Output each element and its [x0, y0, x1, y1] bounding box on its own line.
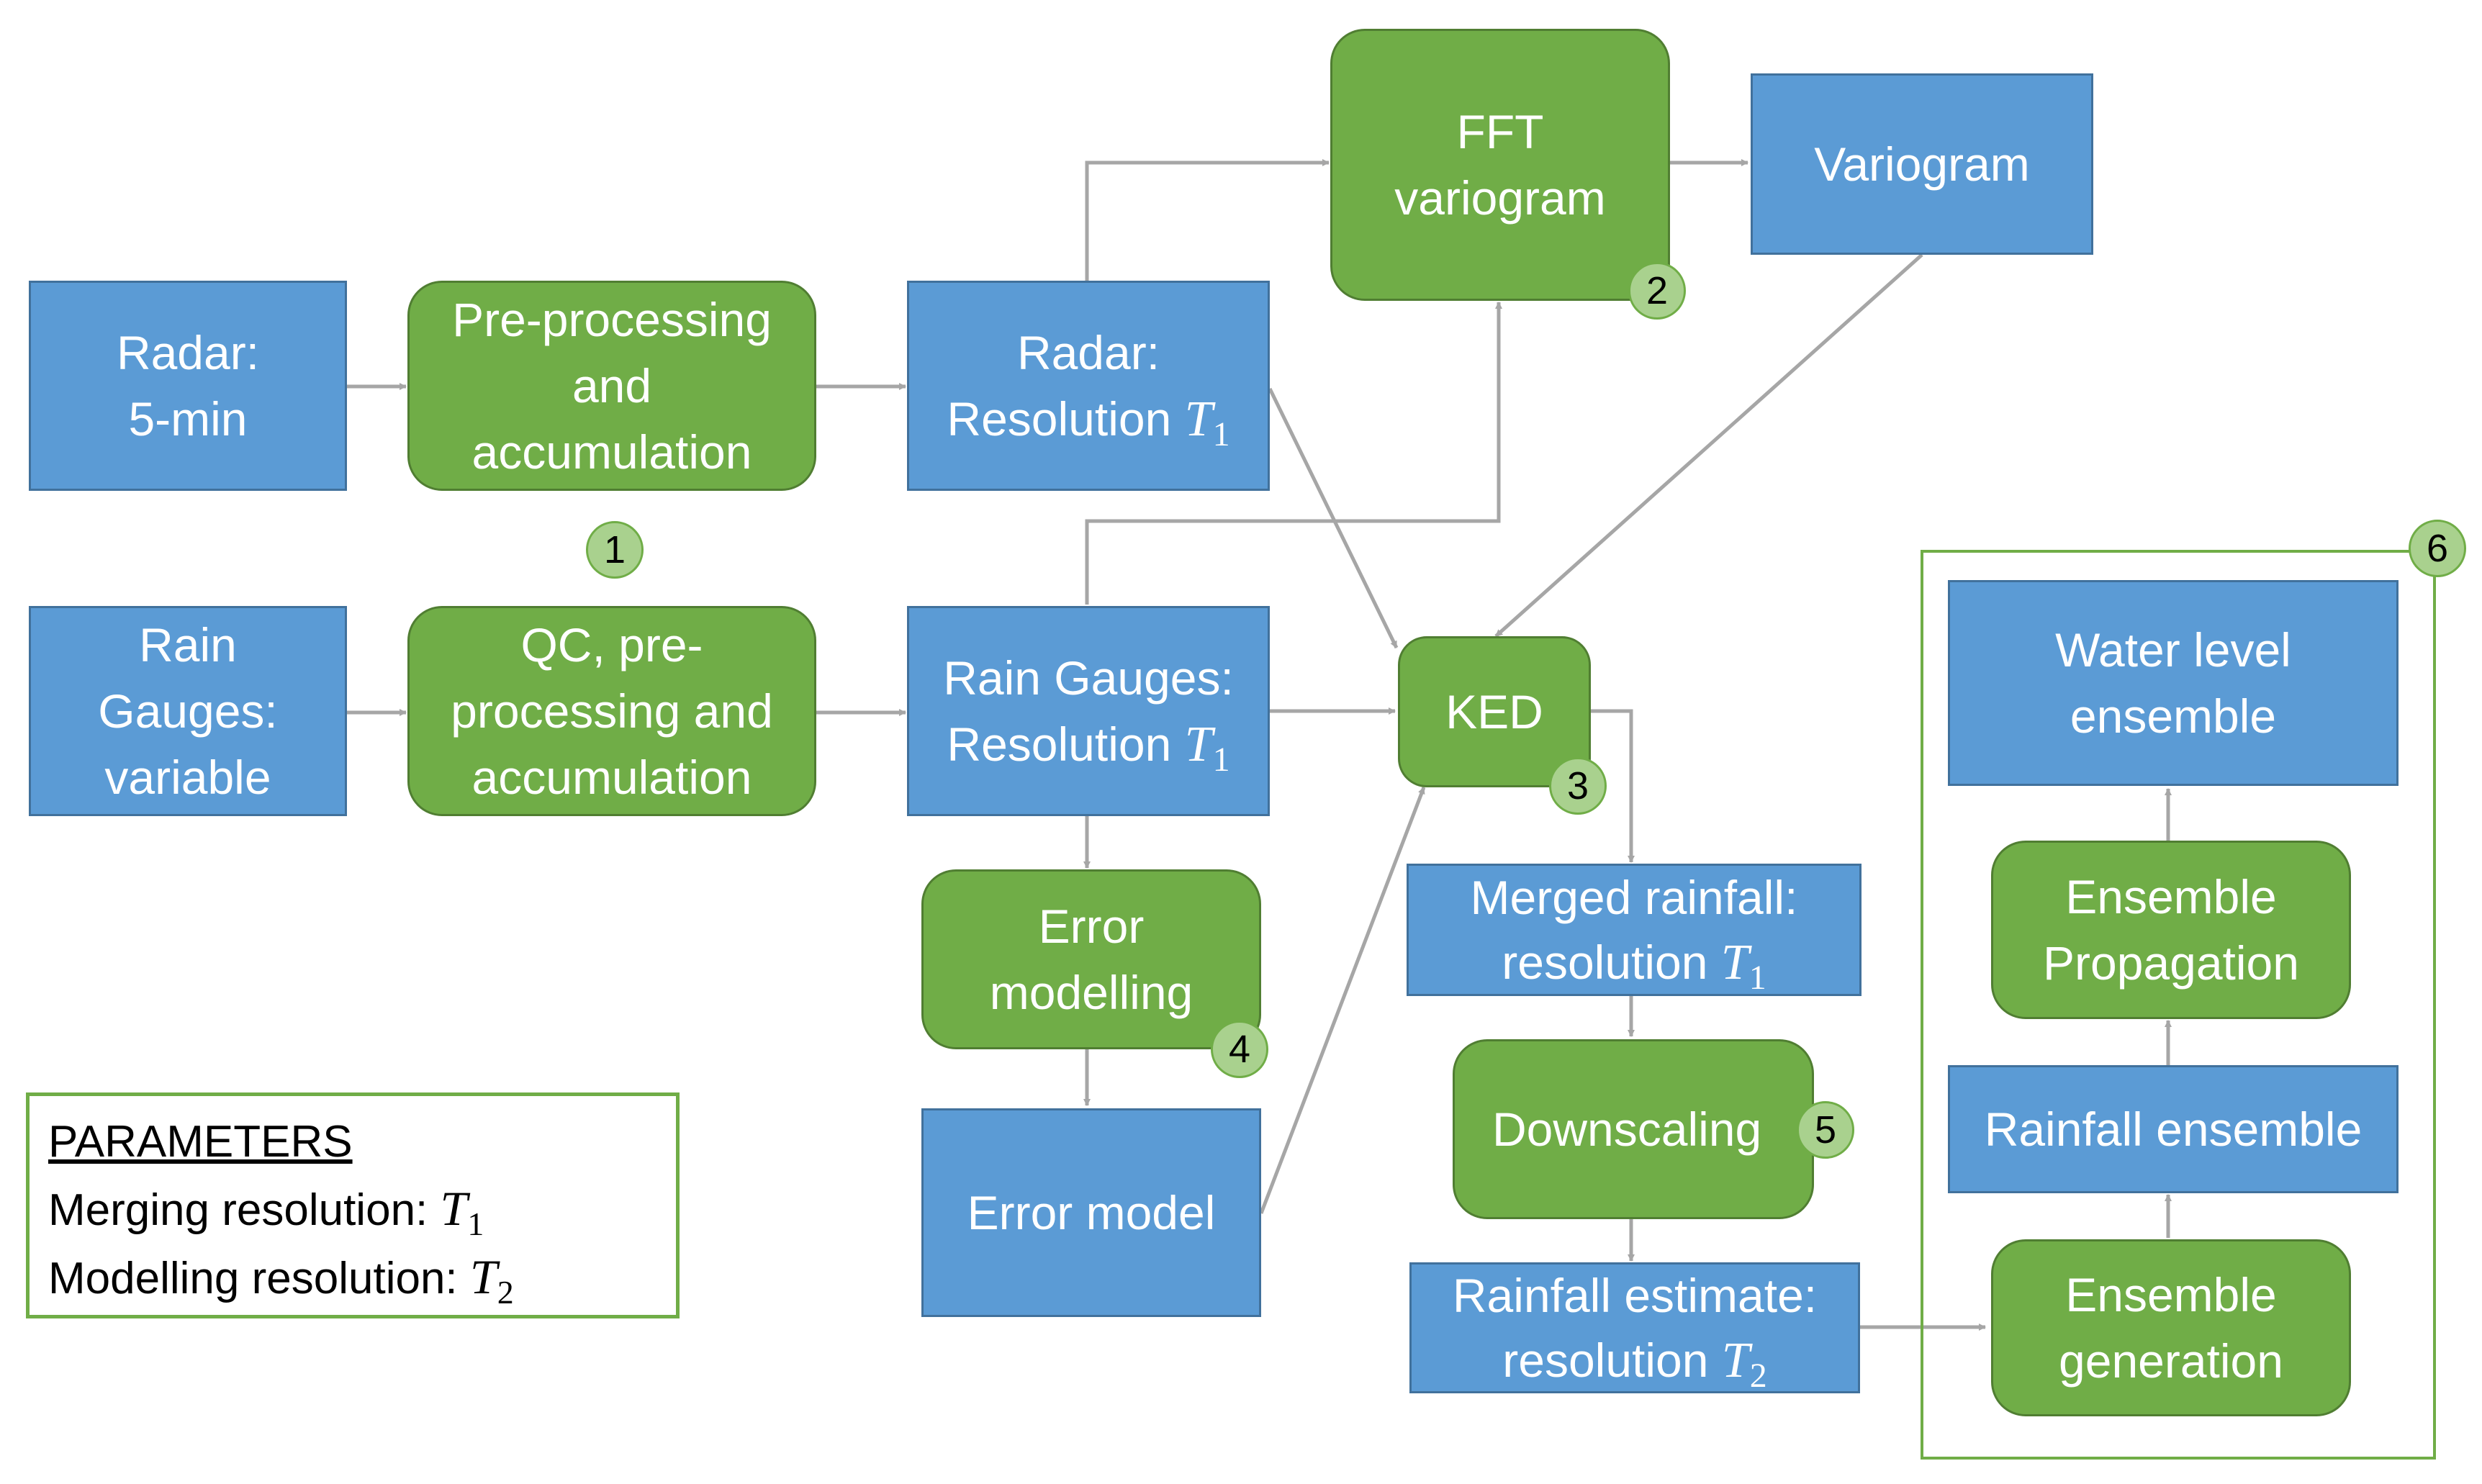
step-badge-5: 5 [1797, 1101, 1854, 1159]
error-modelling-line-2: modelling [989, 966, 1193, 1019]
radar-5min-line-2: 5-min [128, 392, 248, 445]
gauges-variable-line-1: Rain [139, 618, 237, 671]
merging-resolution-label: Merging resolution: [48, 1185, 428, 1235]
ked-label: KED [1445, 685, 1543, 738]
preprocessing-box: Pre-processing and accumulation [407, 281, 816, 491]
error-model-label: Error model [967, 1186, 1216, 1239]
arrow-gauges-res-to-fft [1085, 302, 1502, 605]
arrow-radar-res-to-ked [1268, 387, 1399, 649]
ensemble-group-frame [1921, 550, 2436, 1460]
parameters-header: PARAMETERS [48, 1117, 353, 1167]
rain-ens-label: Rainfall ensemble [1984, 1103, 2363, 1156]
radar-5min-line-1: Radar: [116, 326, 260, 379]
error-modelling-box: Error modelling [921, 869, 1261, 1049]
step-badge-1: 1 [586, 521, 644, 579]
merging-resolution-var: T1 [440, 1181, 484, 1242]
water-level-ensemble-box: Water level ensemble [1948, 580, 2398, 786]
ens-prop-line-1: Ensemble [2065, 870, 2277, 923]
parameters-legend: PARAMETERS Merging resolution: T1 Modell… [26, 1092, 680, 1318]
rainfall-estimate-box: Rainfall estimate: resolution T2 [1409, 1262, 1860, 1393]
ens-gen-line-2: generation [2059, 1334, 2283, 1388]
radar-5min-box: Radar: 5-min [29, 281, 347, 491]
arrow-radar-res-to-fft [1085, 159, 1330, 281]
gauges-resolution-box: Rain Gauges: Resolution T1 [907, 606, 1270, 816]
radar-resolution-box: Radar: Resolution T1 [907, 281, 1270, 491]
merging-resolution-row: Merging resolution: T1 [48, 1175, 657, 1244]
fft-line-1: FFT [1456, 105, 1544, 158]
ensemble-generation-box: Ensemble generation [1991, 1239, 2351, 1416]
merged-var: T1 [1720, 934, 1766, 997]
estimate-label: resolution [1502, 1333, 1709, 1387]
gauges-resolution-line-2: Resolution T1 [947, 711, 1229, 778]
step-badge-4: 4 [1211, 1021, 1268, 1078]
step-badge-6: 6 [2409, 520, 2466, 577]
merged-label: resolution [1502, 935, 1708, 989]
gauges-resolution-label: Resolution [947, 717, 1172, 771]
preprocessing-line-1: Pre-processing [452, 293, 772, 346]
ens-gen-line-1: Ensemble [2065, 1268, 2277, 1321]
radar-resolution-var: T1 [1184, 391, 1230, 453]
merged-rainfall-box: Merged rainfall: resolution T1 [1407, 864, 1862, 996]
arrow-ked-to-merged [1591, 709, 1635, 863]
rainfall-ensemble-box: Rainfall ensemble [1948, 1065, 2398, 1193]
water-level-line-1: Water level [2055, 623, 2291, 677]
fft-variogram-box: FFT variogram [1330, 29, 1670, 301]
preprocessing-line-3: accumulation [471, 425, 752, 479]
qc-preprocessing-box: QC, pre- processing and accumulation [407, 606, 816, 816]
estimate-line-2: resolution T2 [1502, 1328, 1766, 1393]
qc-line-1: QC, pre- [520, 618, 703, 671]
fft-line-2: variogram [1394, 171, 1606, 225]
modelling-resolution-row: Modelling resolution: T2 [48, 1244, 657, 1312]
modelling-resolution-label: Modelling resolution: [48, 1254, 458, 1303]
radar-resolution-line-2: Resolution T1 [947, 386, 1229, 453]
step-badge-3: 3 [1549, 757, 1607, 815]
arrow-variogram-to-ked [1494, 253, 1923, 638]
radar-resolution-line-1: Radar: [1016, 325, 1160, 379]
qc-line-3: accumulation [471, 751, 752, 804]
downscaling-label: Downscaling [1492, 1103, 1762, 1156]
downscaling-box: Downscaling [1453, 1039, 1814, 1219]
modelling-resolution-var: T2 [469, 1249, 514, 1311]
estimate-var: T2 [1721, 1332, 1767, 1395]
gauges-variable-line-3: variable [104, 751, 271, 804]
variogram-label: Variogram [1814, 137, 2030, 191]
ked-box: KED [1398, 636, 1591, 787]
estimate-line-1: Rainfall estimate: [1452, 1268, 1818, 1322]
error-model-box: Error model [921, 1108, 1261, 1317]
merged-line-2: resolution T1 [1502, 930, 1766, 995]
merged-line-1: Merged rainfall: [1470, 870, 1798, 924]
gauges-resolution-line-1: Rain Gauges: [943, 651, 1234, 705]
variogram-box: Variogram [1751, 73, 2093, 255]
step-badge-2: 2 [1628, 262, 1686, 320]
water-level-line-2: ensemble [2070, 689, 2277, 743]
arrow-error-model-to-ked [1259, 787, 1426, 1214]
qc-line-2: processing and [451, 684, 773, 738]
gauges-variable-line-2: Gauges: [98, 684, 278, 738]
gauges-resolution-var: T1 [1184, 716, 1230, 779]
ensemble-propagation-box: Ensemble Propagation [1991, 841, 2351, 1019]
ens-prop-line-2: Propagation [2043, 936, 2299, 990]
error-modelling-line-1: Error [1038, 900, 1145, 953]
preprocessing-line-2: and [572, 359, 652, 412]
rain-gauges-variable-box: Rain Gauges: variable [29, 606, 347, 816]
radar-resolution-label: Resolution [947, 392, 1172, 445]
